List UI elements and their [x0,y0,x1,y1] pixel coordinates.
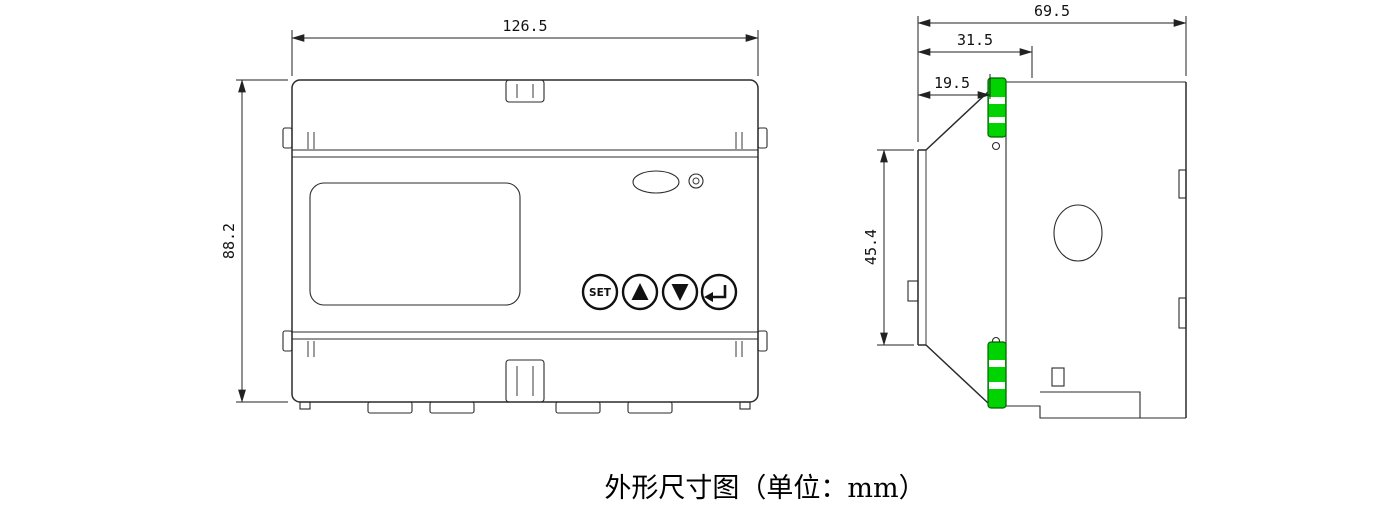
din-clip-bottom [987,341,1007,409]
front-body [291,79,759,403]
side-view: 69.5 31.5 19.5 45.4 [862,2,1187,419]
rail-height-dimension: 45.4 [862,149,914,346]
side-ears [282,127,768,352]
front-height-dim-label: 88.2 [220,223,238,259]
cover-screw-slots [307,132,743,357]
front-height-dimension: 88.2 [220,79,288,403]
button-up [621,273,659,311]
clip-depth-dimension: 19.5 [917,74,991,99]
total-depth-dimension: 69.5 [917,2,1187,142]
caption: 外形尺寸图（单位：mm） [604,473,926,504]
set-button-label: SET [589,287,612,299]
front-width-dim-label: 126.5 [502,17,547,35]
indicator-led [688,173,704,189]
button-set: SET [581,273,619,311]
button-down [661,273,699,311]
rail-height-dim-label: 45.4 [862,229,880,265]
upper-depth-dim-label: 31.5 [957,31,993,49]
down-arrow-icon [671,284,689,301]
enter-icon [704,285,727,302]
din-clip-top [987,77,1007,138]
side-body [907,81,1187,419]
side-oval-hole [1053,204,1103,262]
front-width-dimension: 126.5 [291,17,759,76]
button-enter [700,273,738,311]
total-depth-dim-label: 69.5 [1034,2,1070,20]
bottom-seal-tab [505,359,545,403]
top-seal-tab [505,79,545,103]
upper-depth-dimension: 31.5 [917,31,1033,78]
terminal-tabs [299,401,751,414]
lcd-display [309,182,521,306]
up-arrow-icon [631,283,649,300]
ir-port-oval [632,170,680,194]
clip-depth-dim-label: 19.5 [934,74,970,92]
front-view: SET 126.5 88.2 [220,17,768,414]
